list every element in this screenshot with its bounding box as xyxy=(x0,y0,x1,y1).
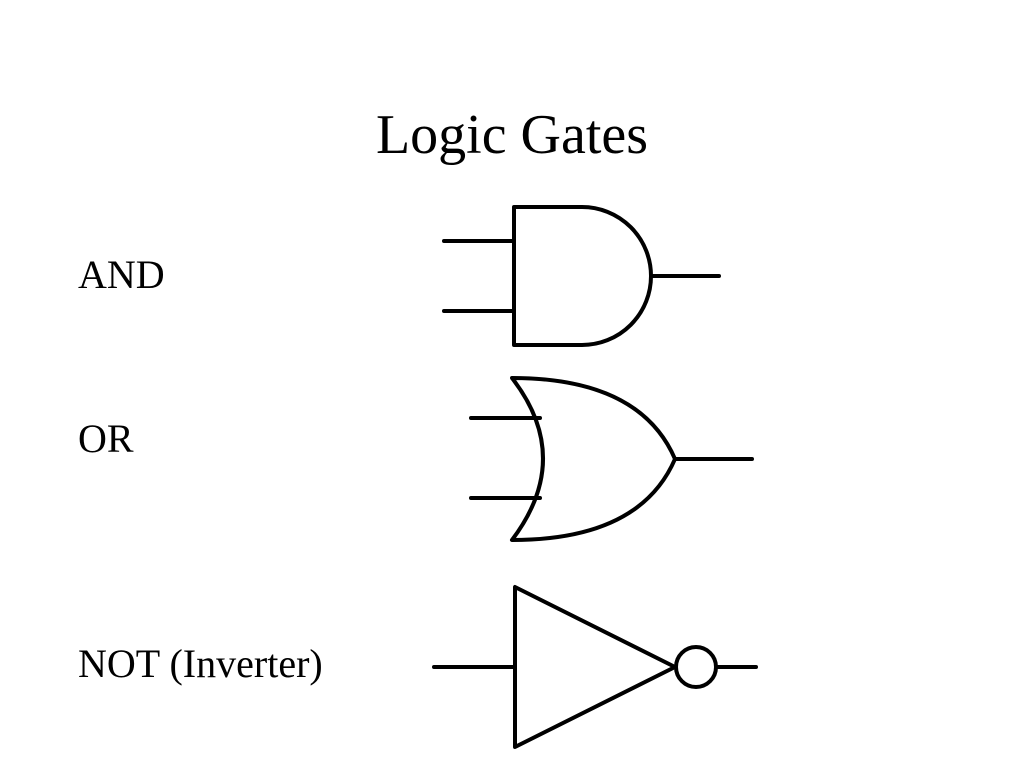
and-gate-body xyxy=(512,205,653,347)
or-gate-body xyxy=(510,376,677,542)
and-gate-icon xyxy=(442,205,721,347)
not-gate-icon xyxy=(432,585,758,749)
gate-label-not: NOT (Inverter) xyxy=(78,641,323,686)
not-gate-triangle xyxy=(513,585,677,749)
not-inversion-bubble xyxy=(674,645,718,689)
or-gate-icon xyxy=(469,376,754,542)
gate-label-and: AND xyxy=(78,252,165,297)
page-title: Logic Gates xyxy=(375,104,649,166)
gate-label-or: OR xyxy=(78,416,134,461)
